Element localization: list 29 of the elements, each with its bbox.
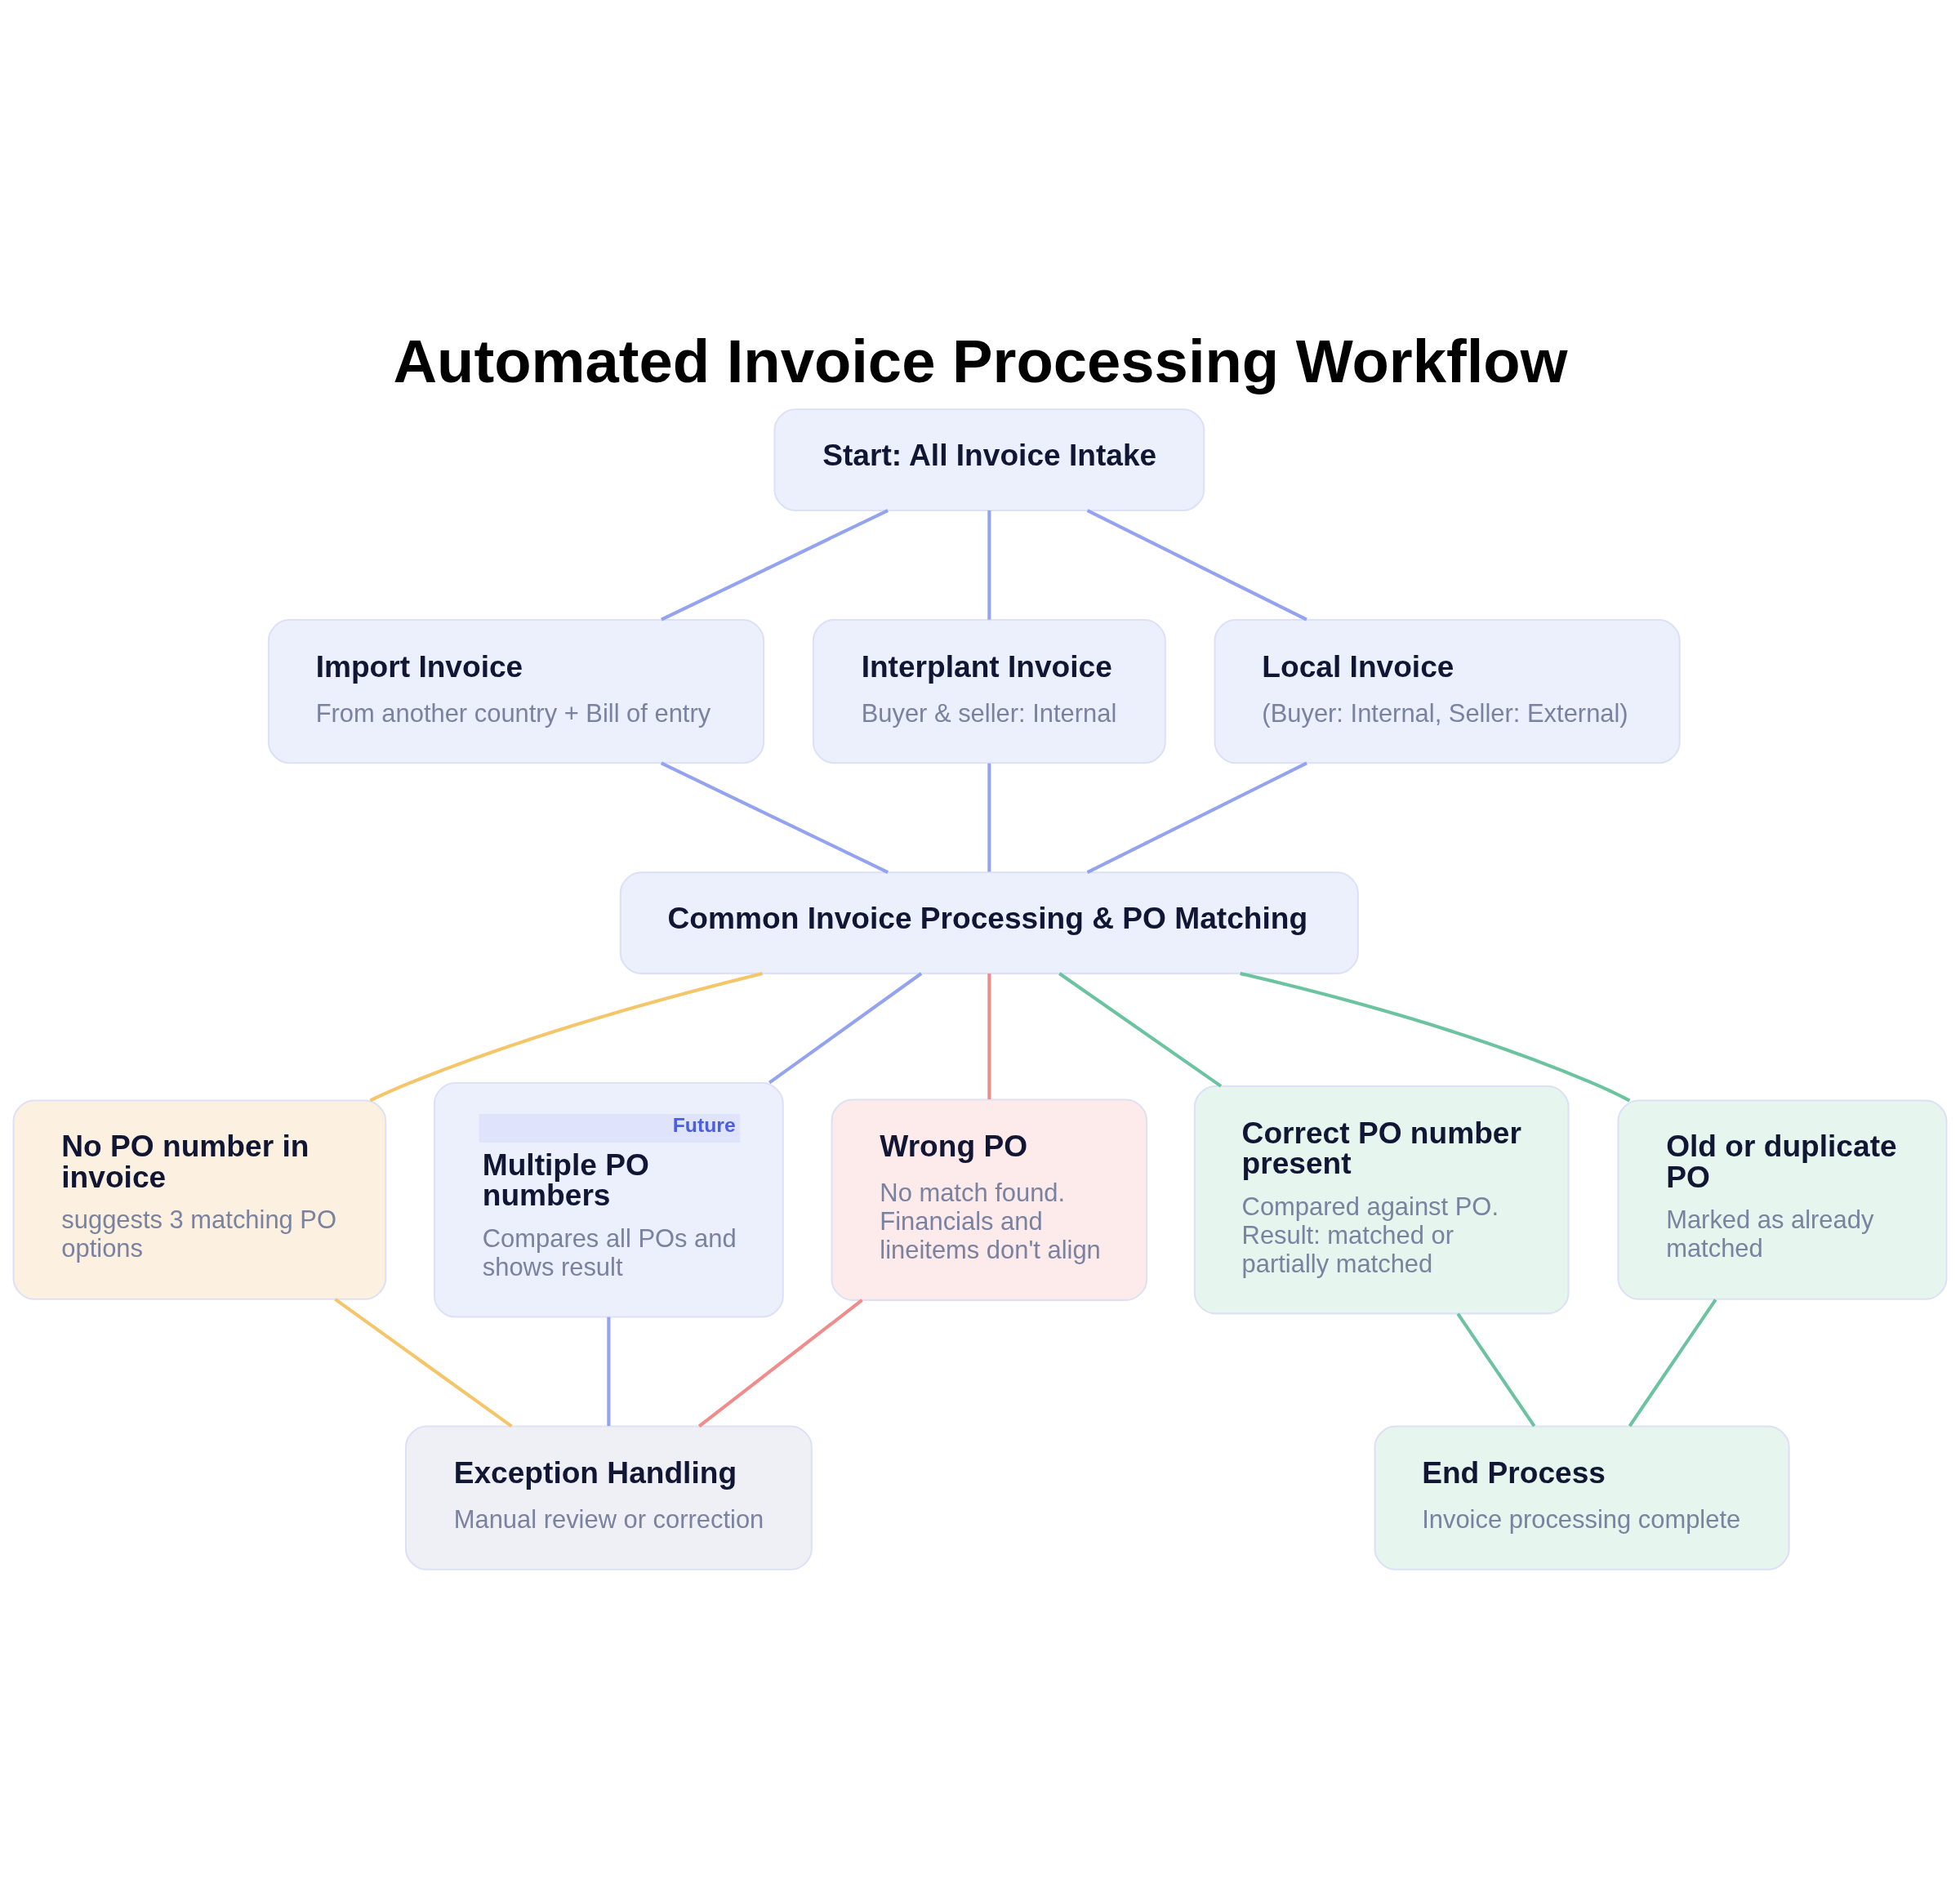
node-box: Common Invoice Processing & PO Matching <box>619 871 1359 974</box>
node-box: Future Multiple PO numbers Compares all POs and shows result <box>433 1081 784 1318</box>
node-box: Old or duplicate PO Marked as already matched <box>1617 1099 1948 1300</box>
connector <box>987 510 991 620</box>
connector <box>1058 972 1223 1088</box>
connector <box>987 974 991 1099</box>
node-box: Exception Handling Manual review or correction <box>404 1425 813 1571</box>
connector <box>660 761 889 874</box>
node-box: No PO number in invoice suggests 3 matching PO options <box>12 1099 387 1300</box>
connector <box>607 1317 611 1427</box>
connector <box>1086 509 1307 622</box>
node-box: Import Invoice From another country + Bill of entry <box>267 618 765 764</box>
diagram-title: Automated Invoice Processing Workflow <box>393 327 1568 395</box>
connector <box>334 1298 513 1428</box>
connector <box>1086 761 1307 874</box>
connector <box>661 509 889 622</box>
node-box: Interplant Invoice Buyer & seller: Internal <box>812 618 1166 764</box>
node-box: Wrong PO No match found. Financials and lineitems don't align <box>831 1098 1148 1301</box>
node-box: Local Invoice (Buyer: Internal, Seller: External) <box>1214 618 1681 764</box>
connector <box>369 972 764 1103</box>
connector <box>987 763 991 872</box>
connector <box>768 972 923 1085</box>
connector <box>1240 971 1631 1103</box>
node-box: Start: All Invoice Intake <box>773 408 1205 511</box>
connector <box>697 1299 863 1428</box>
connector <box>1628 1299 1717 1428</box>
node-box: End Process Invoice processing complete <box>1374 1425 1790 1571</box>
node-box: Correct PO number present Compared against PO. Result: matched or partially matched <box>1193 1085 1570 1315</box>
connector <box>1456 1312 1536 1428</box>
